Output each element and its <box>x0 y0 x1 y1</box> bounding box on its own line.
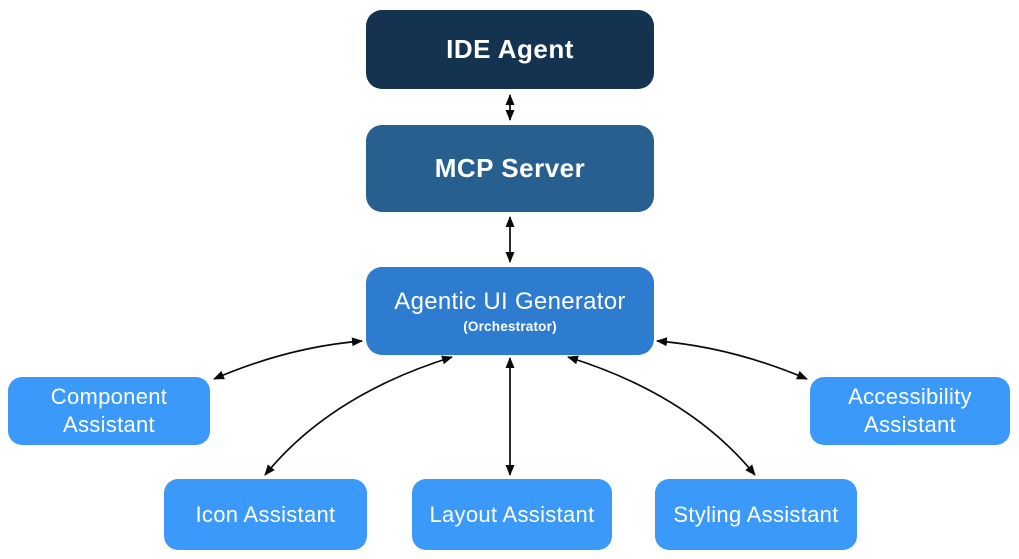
node-icon-assistant-label: Icon Assistant <box>195 501 336 527</box>
node-styling-assistant: Styling Assistant <box>655 479 857 550</box>
node-component-assistant: Component Assistant <box>8 377 210 445</box>
node-mcp-server-label: MCP Server <box>434 153 586 183</box>
node-styling-assistant-label: Styling Assistant <box>673 501 839 527</box>
node-ide-agent: IDE Agent <box>366 10 654 89</box>
edge-orchestrator-accessibility-assistant <box>656 337 808 380</box>
edge-orchestrator-styling-assistant <box>567 355 756 476</box>
node-layout-assistant: Layout Assistant <box>412 479 612 550</box>
node-accessibility-assistant: Accessibility Assistant <box>810 377 1010 445</box>
node-icon-assistant: Icon Assistant <box>164 479 367 550</box>
node-layout-assistant-label: Layout Assistant <box>429 501 595 527</box>
node-accessibility-assistant-label: Accessibility Assistant <box>848 384 972 437</box>
edge-orchestrator-component-assistant <box>213 337 363 380</box>
node-mcp-server: MCP Server <box>366 125 654 212</box>
node-ide-agent-label: IDE Agent <box>446 34 574 64</box>
node-agentic-ui-generator-sublabel: (Orchestrator) <box>463 319 557 334</box>
node-agentic-ui-generator: Agentic UI Generator (Orchestrator) <box>366 267 654 355</box>
node-agentic-ui-generator-label: Agentic UI Generator <box>394 288 626 315</box>
node-component-assistant-label: Component Assistant <box>50 384 168 437</box>
edge-orchestrator-icon-assistant <box>264 355 453 476</box>
